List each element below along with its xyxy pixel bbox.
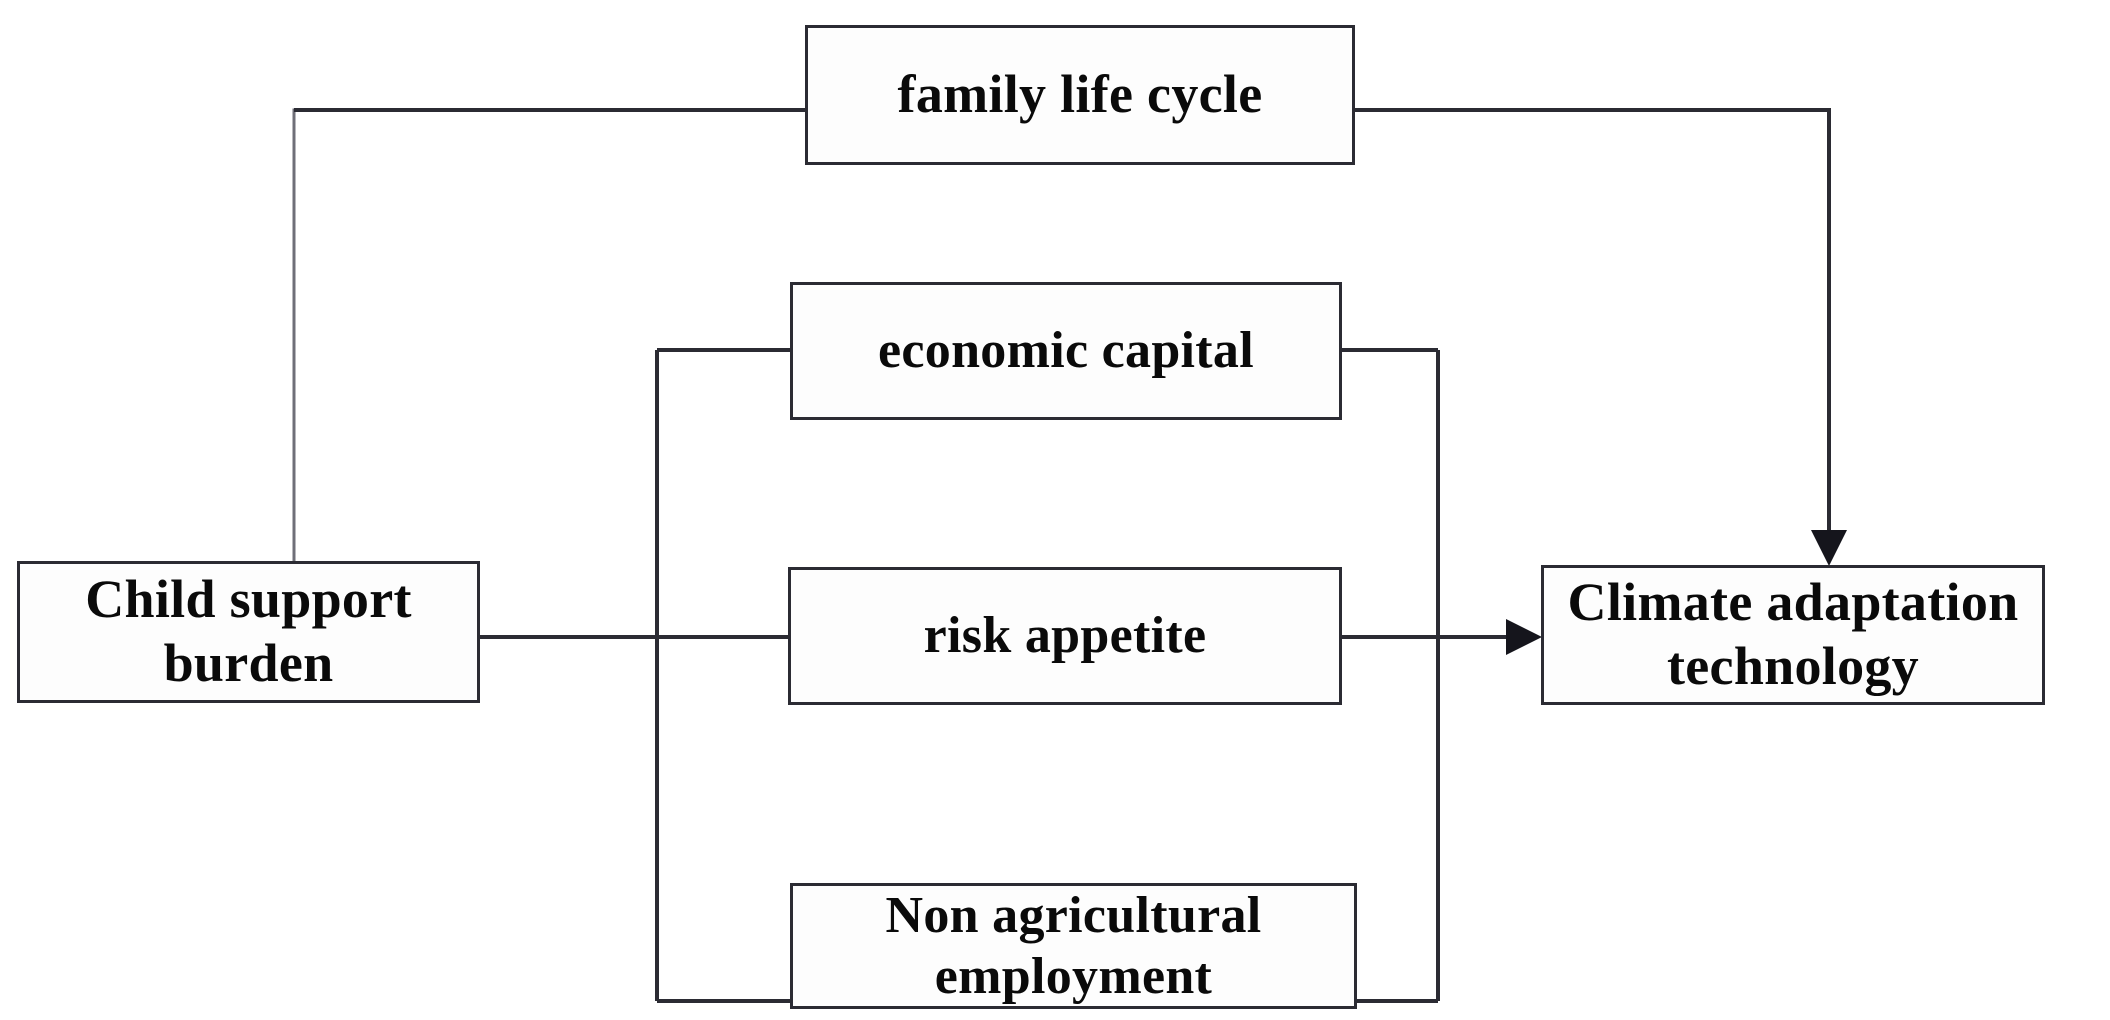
node-economic-capital-label: economic capital [878,322,1254,380]
edge-family-to-climate [1355,108,1847,566]
node-child-support-burden[interactable]: Child support burden [17,561,480,703]
node-risk-appetite-label: risk appetite [923,607,1207,665]
node-child-support-burden-label: Child support burden [85,569,412,693]
node-non-agricultural-employment-label: Non agricultural employment [885,886,1262,1005]
node-family-life-cycle[interactable]: family life cycle [805,25,1355,165]
edge-family-to-child [292,108,805,561]
node-non-agricultural-employment[interactable]: Non agricultural employment [790,883,1357,1009]
node-family-life-cycle-label: family life cycle [897,64,1263,125]
node-economic-capital[interactable]: economic capital [790,282,1342,420]
node-risk-appetite[interactable]: risk appetite [788,567,1342,705]
node-climate-adaptation-technology[interactable]: Climate adaptation technology [1541,565,2045,705]
node-climate-adaptation-technology-label: Climate adaptation technology [1567,572,2019,696]
